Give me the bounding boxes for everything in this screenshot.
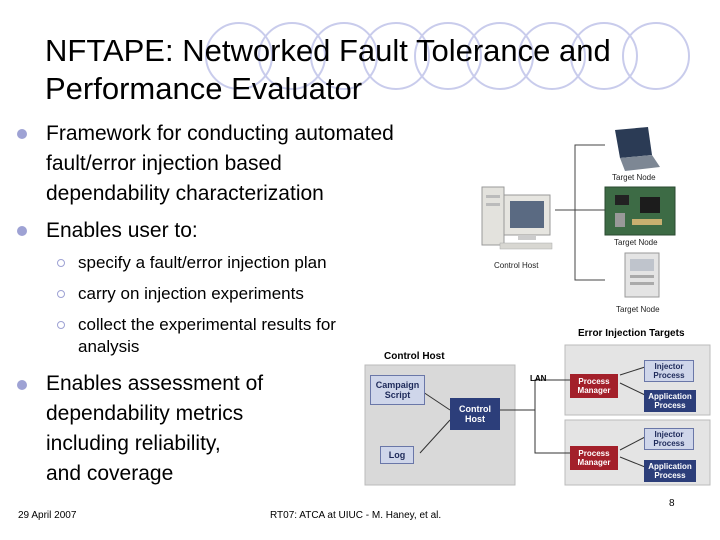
footer-center: RT07: ATCA at UIUC - M. Haney, et al. bbox=[270, 510, 442, 521]
targets-title: Error Injection Targets bbox=[578, 328, 685, 339]
decorative-circle bbox=[622, 22, 690, 90]
target-node-board-icon bbox=[604, 186, 676, 236]
footer-date: 29 April 2007 bbox=[18, 510, 77, 521]
bullet-text: Framework for conducting automated fault… bbox=[46, 119, 394, 209]
sub-bullet-text: collect the experimental results for ana… bbox=[78, 314, 336, 358]
control-host-box: Control Host bbox=[450, 398, 500, 430]
bullet-line: dependability characterization bbox=[46, 182, 324, 205]
bullet-line: and coverage bbox=[46, 462, 174, 485]
sub-bullet-line: analysis bbox=[78, 337, 140, 356]
bullet-line: Framework for conducting automated bbox=[46, 122, 394, 145]
campaign-script-box: Campaign Script bbox=[370, 375, 425, 405]
sub-bullet-text: carry on injection experiments bbox=[78, 283, 304, 305]
figure-caption: Target Node bbox=[616, 305, 660, 314]
slide-title: NFTAPE: Networked Fault Tolerance and Pe… bbox=[45, 32, 695, 108]
title-line: NFTAPE: Networked Fault Tolerance and bbox=[45, 33, 611, 68]
control-host-title: Control Host bbox=[384, 351, 445, 362]
application-process-box: Application Process bbox=[644, 390, 696, 412]
bullet-line: including reliability, bbox=[46, 432, 221, 455]
bullet-text: Enables user to: bbox=[46, 216, 198, 246]
target-node-laptop-icon bbox=[615, 127, 660, 171]
target-node-server-icon bbox=[624, 252, 660, 298]
sub-bullet-line: specify a fault/error injection plan bbox=[78, 253, 327, 272]
bullet-line: Enables assessment of bbox=[46, 372, 264, 395]
sub-bullet-icon bbox=[57, 290, 65, 298]
lan-label: LAN bbox=[530, 374, 547, 383]
figure-caption: Target Node bbox=[614, 238, 658, 247]
bullet-line: dependability metrics bbox=[46, 402, 244, 425]
sub-bullet-text: specify a fault/error injection plan bbox=[78, 252, 327, 274]
bullet-line: Enables user to: bbox=[46, 219, 198, 242]
bullet-icon bbox=[17, 380, 27, 390]
process-manager-box: Process Manager bbox=[570, 446, 618, 470]
process-manager-box: Process Manager bbox=[570, 374, 618, 398]
sub-bullet-line: collect the experimental results for bbox=[78, 315, 336, 334]
hardware-figure bbox=[481, 127, 676, 298]
figure-caption: Target Node bbox=[612, 173, 656, 182]
injector-process-box: Injector Process bbox=[644, 360, 694, 382]
application-process-box: Application Process bbox=[644, 460, 696, 482]
injector-process-box: Injector Process bbox=[644, 428, 694, 450]
bullet-icon bbox=[17, 129, 27, 139]
title-line: Performance Evaluator bbox=[45, 71, 363, 106]
page-number: 8 bbox=[669, 498, 675, 509]
sub-bullet-icon bbox=[57, 259, 65, 267]
bullet-text: Enables assessment of dependability metr… bbox=[46, 369, 263, 489]
figure-caption: Control Host bbox=[494, 261, 539, 270]
bullet-line: fault/error injection based bbox=[46, 152, 282, 175]
log-box: Log bbox=[380, 446, 414, 464]
control-host-computer-icon bbox=[481, 186, 553, 250]
sub-bullet-line: carry on injection experiments bbox=[78, 284, 304, 303]
bullet-icon bbox=[17, 226, 27, 236]
sub-bullet-icon bbox=[57, 321, 65, 329]
